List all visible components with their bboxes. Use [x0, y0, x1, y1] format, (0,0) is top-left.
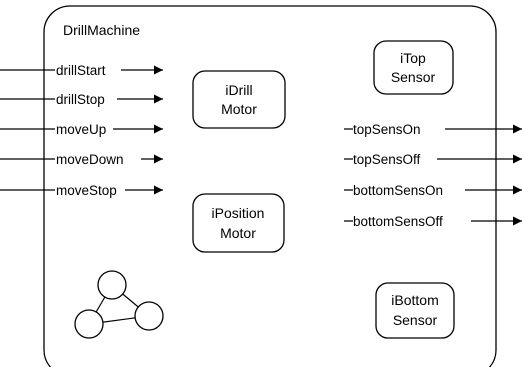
- input-port-drillstart[interactable]: drillStart: [0, 61, 163, 78]
- output-port-bottomsensoff[interactable]: bottomSensOff: [344, 212, 522, 229]
- part-iposition-motor[interactable]: iPosition Motor: [192, 193, 285, 253]
- output-port-label: topSensOn: [353, 122, 421, 137]
- part-ibottom-line2: Sensor: [393, 312, 438, 328]
- part-itop-line2: Sensor: [391, 69, 436, 85]
- part-iposition-line1: iPosition: [212, 205, 265, 221]
- input-port-movestop[interactable]: moveStop: [0, 181, 163, 198]
- part-itop-line1: iTop: [400, 50, 426, 66]
- part-ibottom-sensor[interactable]: iBottom Sensor: [375, 282, 455, 339]
- component-title: DrillMachine: [63, 22, 140, 38]
- output-port-label: topSensOff: [353, 152, 421, 167]
- input-port-label: drillStop: [56, 92, 105, 107]
- input-port-label: drillStart: [56, 63, 106, 78]
- output-port-topsenson[interactable]: topSensOn: [344, 120, 522, 137]
- input-port-drillstop[interactable]: drillStop: [0, 90, 163, 107]
- input-port-label: moveStop: [56, 183, 117, 198]
- output-port-bottomsenson[interactable]: bottomSensOn: [344, 181, 522, 198]
- part-idrill-line2: Motor: [221, 101, 257, 117]
- part-idrill-motor[interactable]: iDrill Motor: [192, 70, 286, 129]
- part-iposition-line2: Motor: [220, 225, 256, 241]
- output-port-topsensoff[interactable]: topSensOff: [344, 150, 522, 167]
- part-itop-sensor[interactable]: iTop Sensor: [373, 40, 454, 95]
- input-port-label: moveUp: [56, 122, 106, 137]
- input-port-moveup[interactable]: moveUp: [0, 120, 163, 137]
- part-idrill-line1: iDrill: [225, 82, 252, 98]
- part-ibottom-line1: iBottom: [391, 292, 438, 308]
- output-port-label: bottomSensOn: [353, 183, 443, 198]
- decomposition-icon: [74, 270, 164, 339]
- input-port-movedown[interactable]: moveDown: [0, 150, 163, 167]
- output-port-label: bottomSensOff: [353, 214, 443, 229]
- input-port-label: moveDown: [56, 152, 124, 167]
